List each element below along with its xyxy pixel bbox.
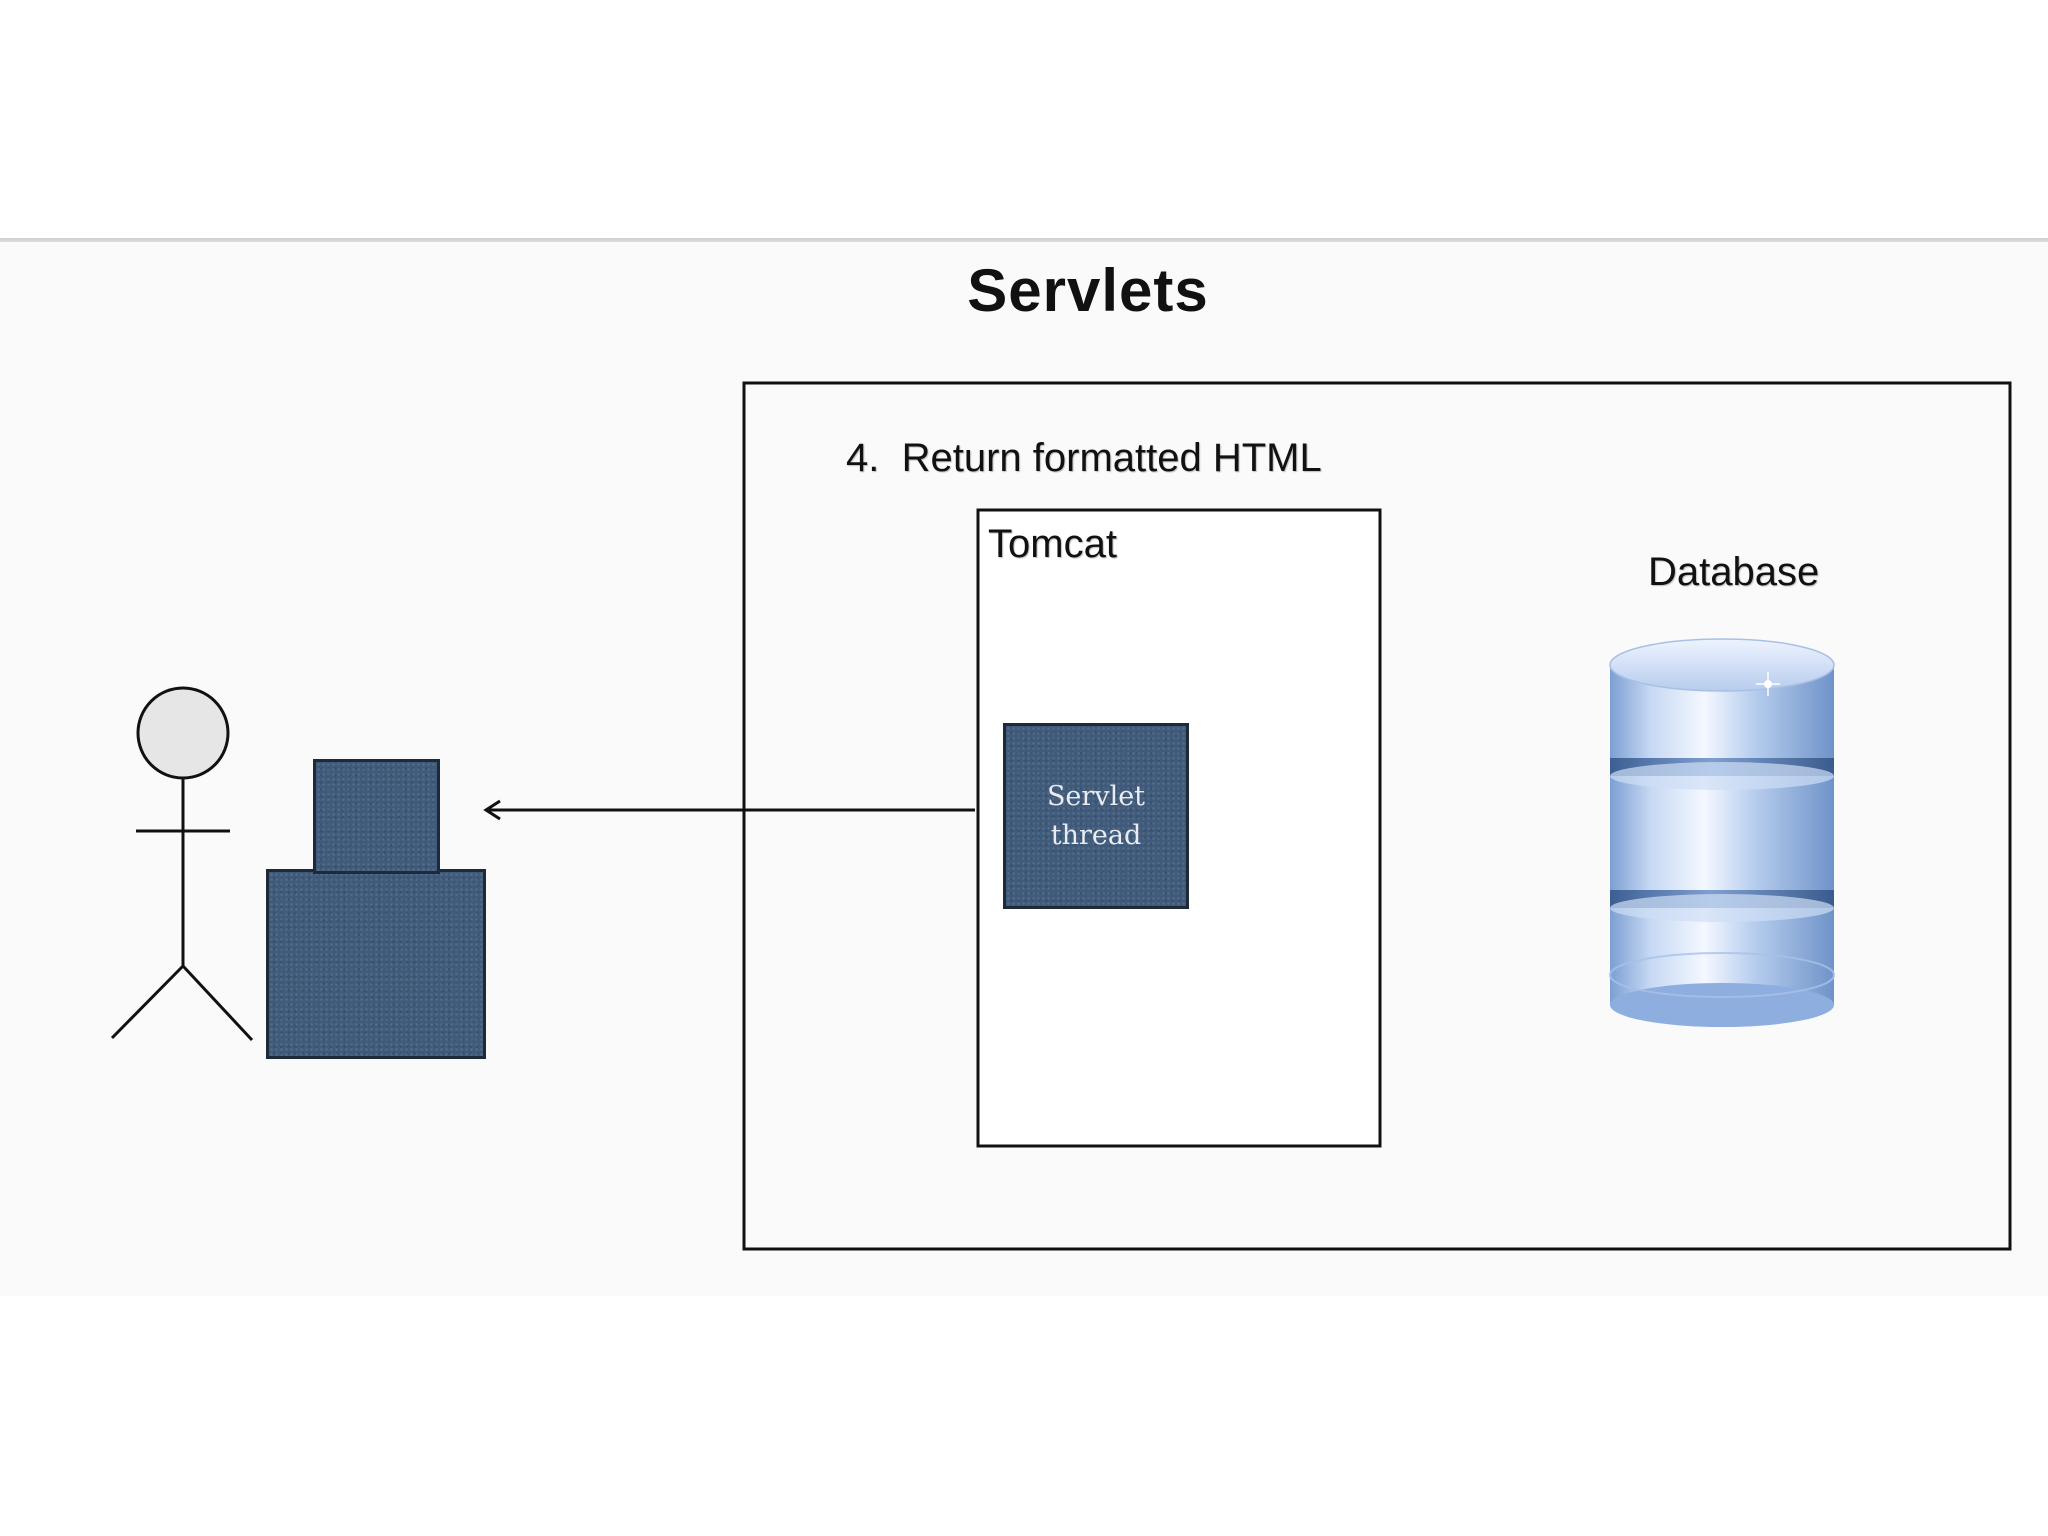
server-boundary-box	[742, 381, 2012, 1251]
tomcat-label: Tomcat	[988, 522, 1117, 566]
computer-monitor-icon	[313, 759, 440, 874]
computer-tower-icon	[266, 869, 486, 1059]
servlet-thread-line2: thread	[1050, 820, 1142, 851]
servlet-thread-box: Servlet thread	[1003, 723, 1189, 909]
database-label: Database	[1648, 550, 1820, 594]
slide-title: Servlets	[967, 257, 1209, 324]
database-cylinder-icon	[1609, 638, 1835, 1027]
return-arrow-head	[483, 799, 501, 821]
stick-figure-icon	[110, 686, 254, 1042]
servlet-thread-line1: Servlet	[1046, 781, 1146, 812]
step-label: 4. Return formatted HTML	[846, 436, 1322, 480]
